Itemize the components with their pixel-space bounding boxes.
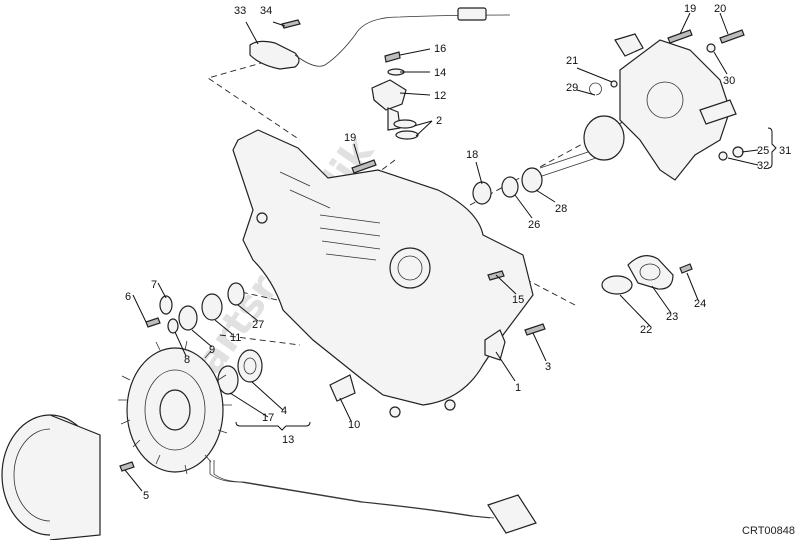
leader-lines xyxy=(124,12,759,492)
label-part-21: 21 xyxy=(566,55,578,67)
label-part-20: 20 xyxy=(714,3,726,15)
rotor xyxy=(1,414,101,540)
speed-sensor-group xyxy=(371,51,419,140)
label-part-12: 12 xyxy=(434,90,446,102)
gear-bearing-group xyxy=(145,282,245,334)
label-part-31: 31 xyxy=(779,145,791,157)
label-part-5: 5 xyxy=(143,490,149,502)
sensor-cable-assembly xyxy=(249,7,511,70)
label-part-8: 8 xyxy=(184,354,190,366)
label-part-29: 29 xyxy=(566,82,578,94)
label-part-9: 9 xyxy=(209,344,215,356)
label-part-33: 33 xyxy=(234,5,246,17)
label-part-34: 34 xyxy=(260,5,272,17)
generator-cover xyxy=(232,129,534,418)
bracket-31 xyxy=(767,127,777,169)
inspection-cover-group xyxy=(601,255,693,295)
label-part-1: 1 xyxy=(515,382,521,394)
cable-bracket-group xyxy=(484,329,506,361)
label-part-6: 6 xyxy=(125,291,131,303)
label-part-3: 3 xyxy=(545,361,551,373)
water-pump-shaft-group xyxy=(472,115,625,205)
label-part-32: 32 xyxy=(757,160,769,172)
water-pump-housing xyxy=(589,29,745,181)
label-part-13: 13 xyxy=(282,434,294,446)
label-part-24: 24 xyxy=(694,298,706,310)
label-part-25: 25 xyxy=(757,145,769,157)
label-part-17: 17 xyxy=(262,412,274,424)
cable-clip xyxy=(329,374,356,402)
label-part-19-cover: 19 xyxy=(344,132,356,144)
label-part-16: 16 xyxy=(434,43,446,55)
label-part-14: 14 xyxy=(434,67,446,79)
label-part-18: 18 xyxy=(466,149,478,161)
label-part-10: 10 xyxy=(348,419,360,431)
bracket-13 xyxy=(235,421,311,431)
label-part-30: 30 xyxy=(723,75,735,87)
label-part-27: 27 xyxy=(252,319,264,331)
stator-wiring-harness xyxy=(209,460,537,534)
bearing-circlip-group xyxy=(217,349,263,395)
part-labels: 33 34 16 14 12 2 19 18 26 28 21 29 19 20… xyxy=(125,3,791,502)
stator xyxy=(118,340,232,475)
label-part-28: 28 xyxy=(555,203,567,215)
label-part-23: 23 xyxy=(666,311,678,323)
label-part-11: 11 xyxy=(230,332,241,344)
label-part-4: 4 xyxy=(281,405,287,417)
label-part-22: 22 xyxy=(640,324,652,336)
diagram-code: CRT00848 xyxy=(742,525,795,537)
label-part-7: 7 xyxy=(151,279,157,291)
label-part-19-pump: 19 xyxy=(684,3,696,15)
label-part-26: 26 xyxy=(528,219,540,231)
label-part-2: 2 xyxy=(436,115,442,127)
label-part-15: 15 xyxy=(512,294,524,306)
